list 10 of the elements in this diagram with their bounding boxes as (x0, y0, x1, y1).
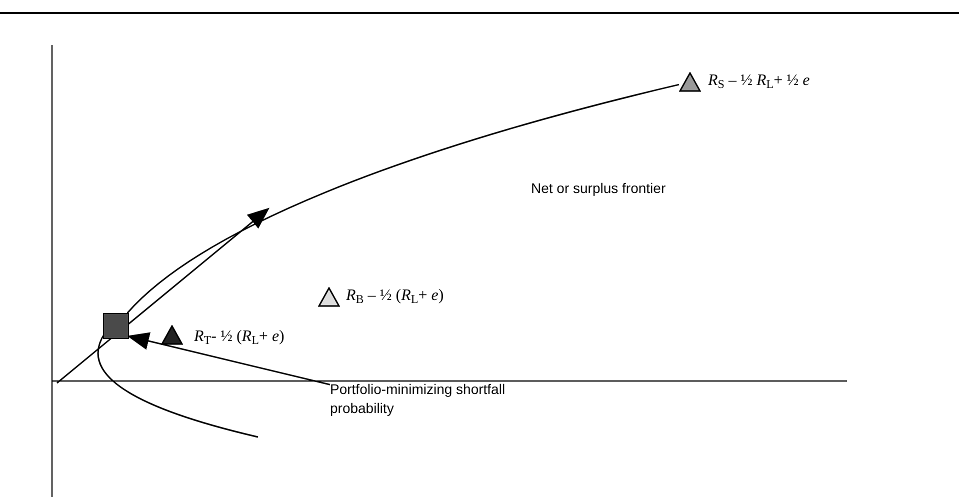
square-marker (103, 313, 129, 339)
formula-label: R$_{T}$- ½ (R$_{L}$+ e) (194, 327, 284, 348)
arrow (127, 332, 330, 386)
annotation-text: Portfolio-minimizing shortfall probability (330, 380, 530, 418)
triangle-marker (679, 72, 701, 92)
formula-label: R$_{B}$ – ½ (R$_{L}$+ e) (346, 286, 444, 307)
triangle-marker (318, 287, 340, 307)
triangle-marker (161, 325, 183, 345)
formula-label: R$_{S}$ – ½ R$_{L}$+ ½ e (708, 71, 810, 92)
frontier-curve (126, 84, 680, 314)
